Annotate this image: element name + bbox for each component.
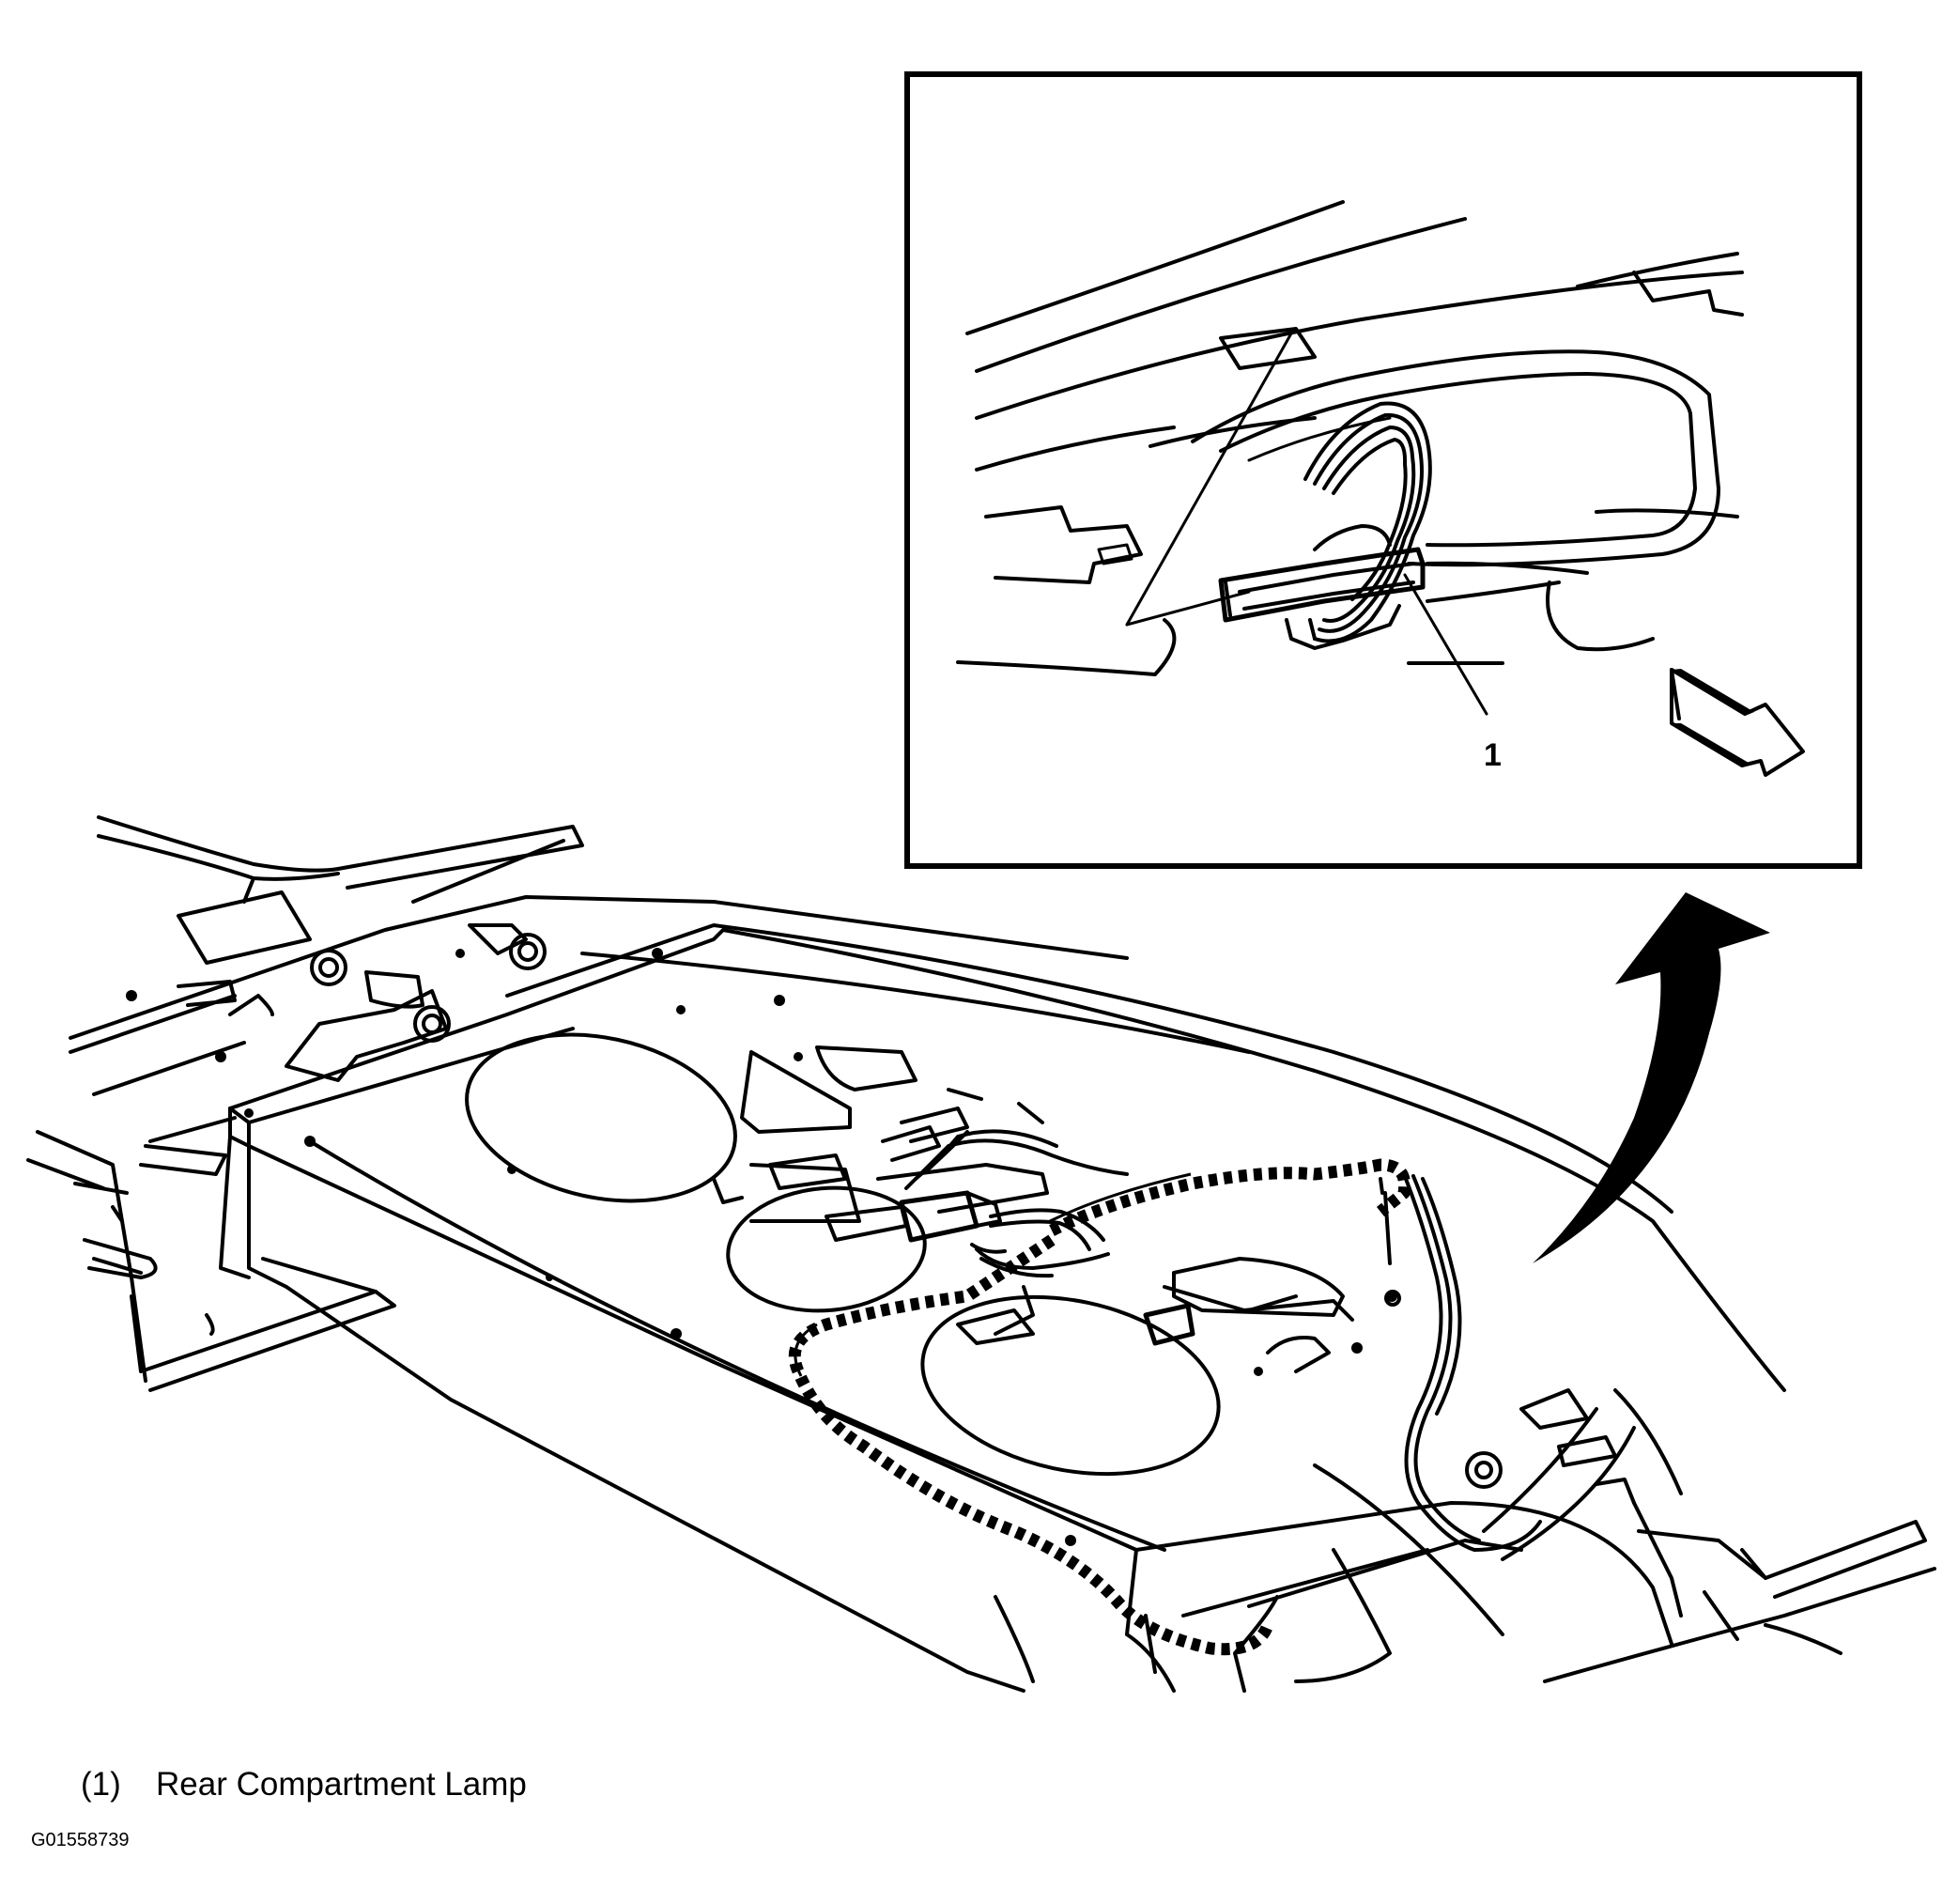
rear-compartment-lamp	[899, 1190, 1007, 1254]
inset-leader-lines	[1125, 332, 1488, 716]
inset-shelf-lines	[965, 200, 1744, 472]
inset-frame	[904, 71, 1862, 869]
legend-label: Rear Compartment Lamp	[156, 1766, 527, 1803]
legend-number: (1)	[81, 1766, 121, 1803]
curved-arrow-icon	[1533, 892, 1770, 1263]
front-direction-arrow-icon	[1670, 668, 1805, 777]
inset-wiring	[1303, 401, 1432, 643]
rear-shelf-panel	[26, 815, 1936, 1693]
left-speaker-opening	[465, 1032, 737, 1203]
wiring-harness	[788, 1129, 1542, 1656]
detail-inset: 1	[904, 71, 1862, 869]
right-speaker-opening	[920, 1294, 1221, 1477]
legend-item-1: (1) Rear Compartment Lamp	[81, 1766, 527, 1803]
inset-lamp-assembly	[1218, 524, 1426, 650]
grommet-group-left	[310, 933, 547, 1043]
figure-id: G01558739	[31, 1830, 130, 1850]
callout-1: 1	[1484, 737, 1502, 773]
inset-shelf-cutouts	[956, 505, 1739, 676]
inset-lamp-opening	[1191, 349, 1720, 567]
mounting-holes	[126, 948, 1397, 1546]
